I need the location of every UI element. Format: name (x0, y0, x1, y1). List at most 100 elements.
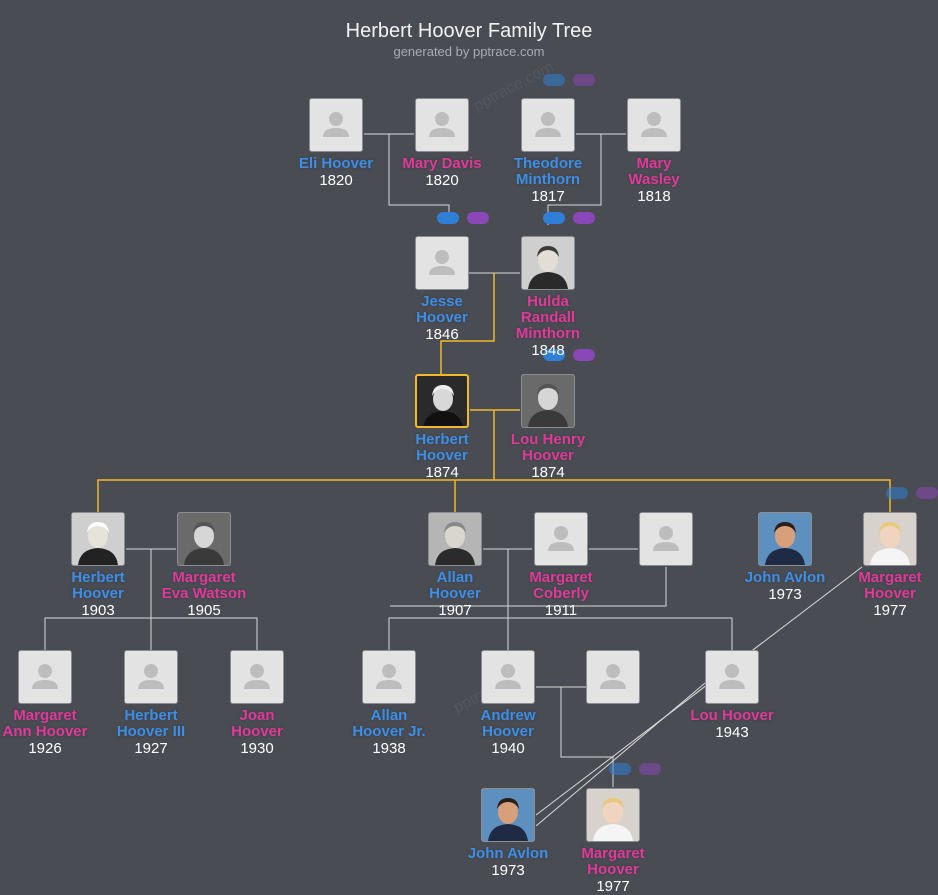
collapse-toggle[interactable] (437, 212, 459, 224)
person-placeholder-icon[interactable] (230, 650, 284, 704)
person-placeholder-icon[interactable] (639, 512, 693, 566)
person-placeholder-icon[interactable] (415, 236, 469, 290)
person-node-allan-spouse2[interactable] (606, 512, 726, 566)
person-name-line: Margaret (529, 569, 593, 586)
person-name-line: Hoover Jr. (352, 723, 426, 740)
person-photo[interactable] (428, 512, 482, 566)
person-placeholder-icon[interactable] (521, 98, 575, 152)
collapse-toggle[interactable] (543, 74, 565, 86)
person-name-line: Hoover (416, 447, 468, 464)
person-birth-year: 1940 (491, 740, 525, 757)
person-birth-year: 1930 (240, 740, 274, 757)
collapse-toggle[interactable] (886, 487, 908, 499)
person-name-line: Hoover (482, 723, 534, 740)
person-name-line: Mary (636, 155, 672, 172)
person-birth-year: 1905 (187, 602, 221, 619)
person-name-line: Theodore (513, 155, 583, 172)
person-birth-year: 1846 (425, 326, 459, 343)
person-placeholder-icon[interactable] (124, 650, 178, 704)
expand-toggle[interactable] (573, 74, 595, 86)
expand-toggle[interactable] (639, 763, 661, 775)
person-name-line: Eli Hoover (298, 155, 374, 172)
expand-toggle[interactable] (916, 487, 938, 499)
person-birth-year: 1927 (134, 740, 168, 757)
collapse-toggle[interactable] (609, 763, 631, 775)
person-name-line: Andrew (480, 707, 536, 724)
person-birth-year: 1938 (372, 740, 406, 757)
person-birth-year: 1977 (873, 602, 907, 619)
expand-toggle[interactable] (573, 212, 595, 224)
collapse-toggle[interactable] (543, 212, 565, 224)
person-placeholder-icon[interactable] (18, 650, 72, 704)
person-name-line: Hoover (231, 723, 283, 740)
person-placeholder-icon[interactable] (309, 98, 363, 152)
person-placeholder-icon[interactable] (481, 650, 535, 704)
person-placeholder-icon[interactable] (705, 650, 759, 704)
person-placeholder-icon[interactable] (586, 650, 640, 704)
person-name-line: Herbert (124, 707, 178, 724)
person-name-line: Minthorn (515, 171, 581, 188)
person-photo[interactable] (521, 236, 575, 290)
page-subtitle: generated by pptrace.com (393, 44, 545, 59)
person-photo[interactable] (586, 788, 640, 842)
person-name-line: Margaret (581, 845, 645, 862)
person-node-andrew-spouse[interactable] (553, 650, 673, 704)
expand-toggle[interactable] (467, 212, 489, 224)
person-birth-year: 1907 (438, 602, 472, 619)
person-name-line: Hoover (416, 309, 468, 326)
expand-toggle[interactable] (573, 349, 595, 361)
person-name-line: Joan (239, 707, 275, 724)
collapse-toggle[interactable] (543, 349, 565, 361)
person-name-line: Hoover (587, 861, 639, 878)
person-photo[interactable] (863, 512, 917, 566)
person-placeholder-icon[interactable] (534, 512, 588, 566)
person-photo[interactable] (177, 512, 231, 566)
person-photo[interactable] (415, 374, 469, 428)
person-name-line: Hoover (864, 585, 916, 602)
person-name-line: Hulda (527, 293, 569, 310)
person-placeholder-icon[interactable] (627, 98, 681, 152)
person-name-line: Hoover (72, 585, 124, 602)
person-birth-year: 1973 (491, 862, 525, 879)
person-photo[interactable] (71, 512, 125, 566)
person-photo[interactable] (521, 374, 575, 428)
person-name: Eli Hoover (276, 156, 396, 172)
person-name-line: Lou Henry (510, 431, 586, 448)
person-placeholder-icon[interactable] (362, 650, 416, 704)
person-birth-year: 1911 (544, 602, 578, 619)
person-name-line: Randall (520, 309, 576, 326)
person-name-line: John Avlon (467, 845, 549, 862)
person-placeholder-icon[interactable] (415, 98, 469, 152)
person-photo[interactable] (481, 788, 535, 842)
person-photo[interactable] (758, 512, 812, 566)
